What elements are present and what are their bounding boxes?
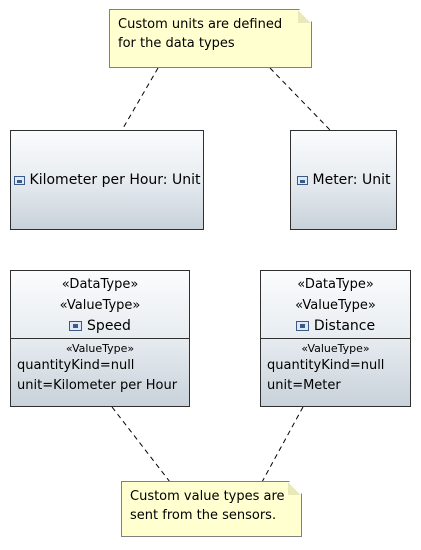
note-text-line: Custom units are defined: [118, 17, 283, 32]
connector-top-right: [269, 67, 331, 131]
unit-block-meter[interactable]: Meter: Unit: [290, 130, 397, 230]
type-name: Speed: [87, 318, 131, 334]
stereotype-datatype: «DataType»: [297, 277, 374, 292]
compartment-label: «ValueType»: [301, 341, 370, 355]
connector-bottom-left: [111, 406, 171, 483]
property-unit: unit=Kilometer per Hour: [17, 377, 178, 393]
compartment-label: «ValueType»: [65, 341, 135, 355]
note-value-types-sent[interactable]: Custom value types are sent from the sen…: [121, 481, 302, 537]
compartment-divider: [11, 337, 189, 339]
valuetype-block-speed[interactable]: «DataType» «ValueType» Speed «ValueType»…: [10, 270, 190, 407]
stereotype-valuetype: «ValueType»: [295, 297, 376, 313]
property-unit: unit=Meter: [267, 377, 341, 393]
property-quantity-kind: quantityKind=null: [267, 357, 385, 373]
unit-block-kilometer-per-hour[interactable]: Kilometer per Hour: Unit: [10, 130, 204, 230]
stereotype-datatype: «DataType»: [61, 277, 139, 292]
note-text-line: sent from the sensors.: [130, 508, 277, 523]
note-units-defined[interactable]: Custom units are defined for the data ty…: [109, 9, 312, 68]
connector-bottom-right: [261, 406, 304, 483]
unit-label: Meter: Unit: [312, 172, 391, 188]
valuetype-icon: [69, 321, 83, 332]
unit-label: Kilometer per Hour: Unit: [29, 172, 201, 188]
valuetype-block-distance[interactable]: «DataType» «ValueType» Distance «ValueTy…: [260, 270, 411, 407]
type-name: Distance: [313, 318, 376, 334]
valuetype-icon: [295, 321, 309, 332]
compartment-divider: [261, 337, 410, 339]
connector-top-left: [121, 67, 159, 131]
unit-icon: [296, 175, 308, 185]
property-quantity-kind: quantityKind=null: [17, 357, 135, 373]
note-text-line: for the data types: [118, 36, 235, 51]
stereotype-valuetype: «ValueType»: [59, 297, 141, 313]
unit-icon: [13, 175, 25, 185]
note-text-line: Custom value types are: [130, 489, 285, 504]
